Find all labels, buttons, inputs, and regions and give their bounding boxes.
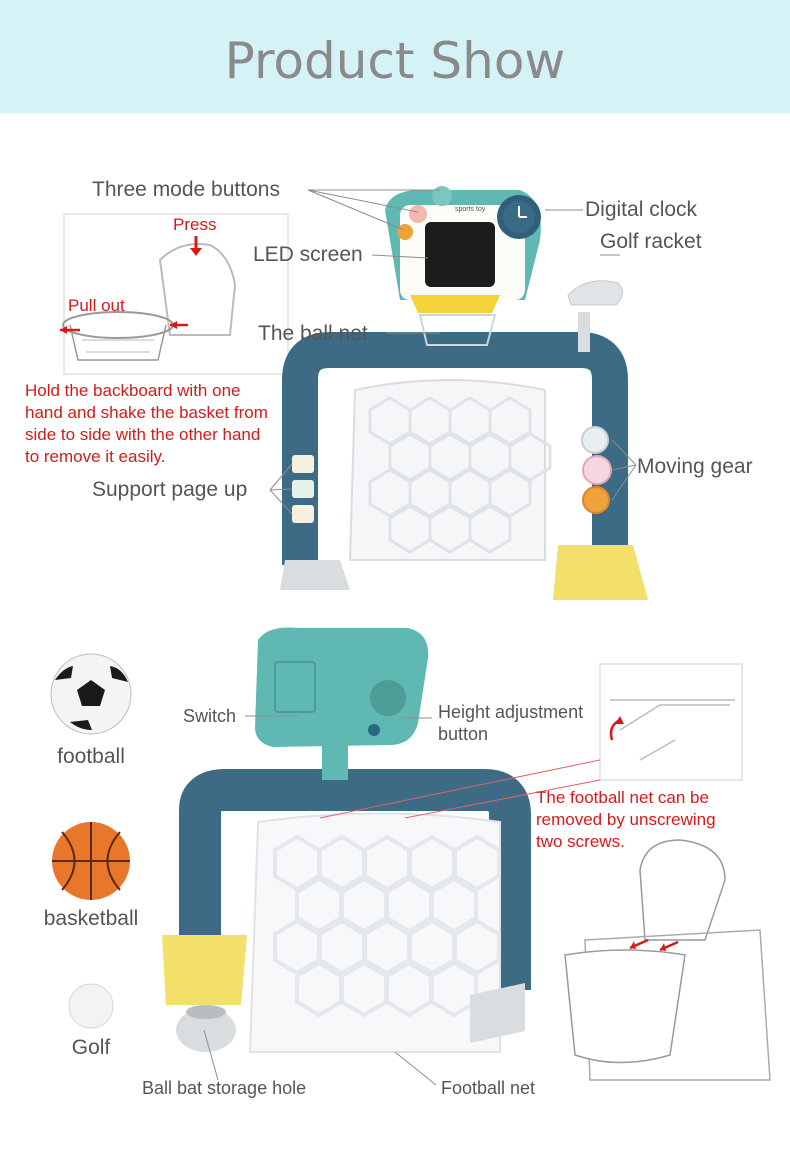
football-net-label: Football net — [441, 1078, 536, 1098]
moving-gear-label: Moving gear — [637, 455, 753, 478]
net-removal-sketch — [564, 839, 771, 1081]
football-label: football — [57, 745, 125, 768]
screw-pointer-lines — [319, 759, 601, 819]
golf-ball-icon — [68, 983, 114, 1029]
storage-hole-label: Ball bat storage hole — [142, 1078, 307, 1098]
goal-frame-top — [280, 280, 648, 600]
football-icon — [50, 653, 132, 735]
basketball-label: basketball — [43, 907, 139, 930]
digital-clock-label: Digital clock — [585, 198, 698, 221]
callout-lines-bottom — [203, 715, 437, 1086]
instruction-line: Hold the backboard with one — [25, 381, 241, 400]
instruction-line: hand and shake the basket from — [25, 403, 268, 422]
golf-racket-label: Golf racket — [600, 230, 702, 253]
pull-out-label: Pull out — [68, 296, 125, 315]
note-line: The football net can be — [536, 788, 709, 807]
goal-frame-bottom — [162, 627, 531, 1053]
note-line: removed by unscrewing — [536, 810, 716, 829]
height-adjust-label: Height adjustment — [438, 702, 584, 722]
note-line: two screws. — [536, 832, 625, 851]
led-screen-label: LED screen — [253, 243, 363, 266]
backboard-top — [385, 186, 541, 346]
removal-instruction: Hold the backboard with one hand and sha… — [25, 380, 268, 468]
switch-label: Switch — [183, 706, 237, 726]
header-banner — [0, 0, 790, 113]
press-label: Press — [173, 215, 217, 234]
golf-label: Golf — [71, 1036, 111, 1059]
callout-lines-top — [269, 189, 637, 515]
mode-buttons-label: Three mode buttons — [92, 178, 280, 201]
height-adjust-label-line2: button — [438, 724, 489, 744]
ball-net-label: The ball net — [258, 322, 368, 345]
screw-detail-sketch — [599, 663, 743, 781]
support-page-up-label: Support page up — [92, 478, 248, 501]
instruction-line: to remove it easily. — [25, 447, 166, 466]
page-title: Product Show — [224, 32, 566, 90]
board-brand-text: sports toy — [455, 206, 486, 213]
basketball-icon — [52, 822, 130, 900]
net-removal-note: The football net can be removed by unscr… — [536, 787, 716, 853]
basket-removal-sketch — [60, 213, 289, 375]
instruction-line: side to side with the other hand — [25, 425, 261, 444]
